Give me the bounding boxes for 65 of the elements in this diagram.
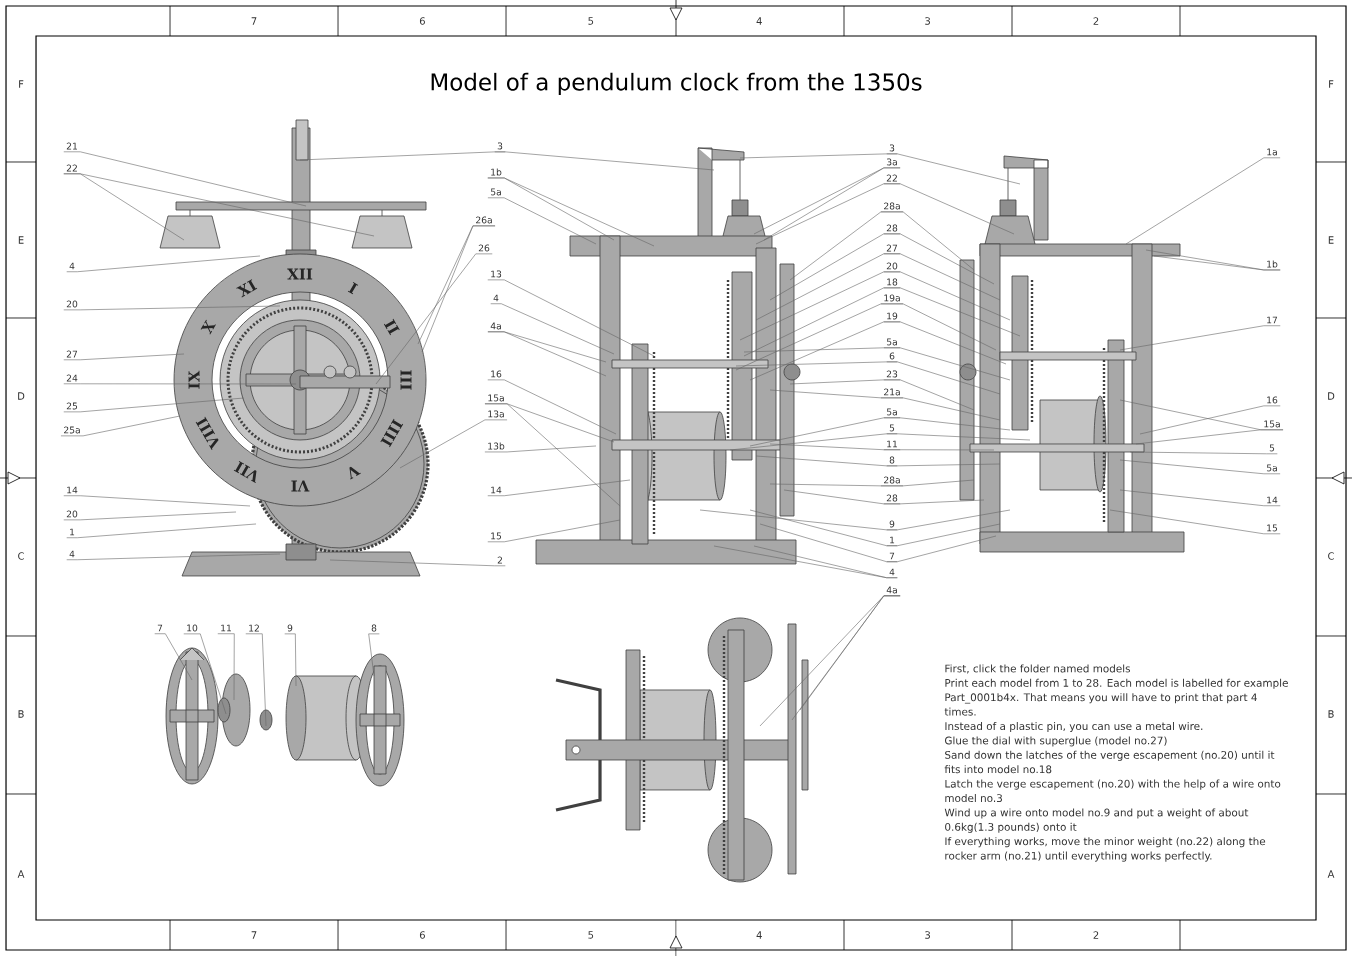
leader-line bbox=[154, 633, 193, 681]
leader-line bbox=[245, 633, 267, 727]
leader-line bbox=[487, 519, 621, 543]
leader-line bbox=[883, 271, 1011, 321]
leader-line bbox=[66, 553, 281, 561]
title: Model of a pendulum clock from the 1350s bbox=[431, 72, 922, 96]
leader-line bbox=[490, 303, 615, 355]
leader-line bbox=[63, 511, 237, 521]
leader-line bbox=[63, 495, 251, 507]
leader-line bbox=[484, 403, 621, 507]
leader-line bbox=[284, 633, 297, 687]
leader-line bbox=[880, 479, 975, 487]
leader-line bbox=[63, 305, 281, 311]
leader-line bbox=[217, 633, 235, 701]
leader-line bbox=[329, 559, 506, 567]
leader-line bbox=[886, 463, 1001, 467]
leader-line bbox=[883, 233, 995, 285]
leader-line bbox=[883, 347, 1011, 381]
leader-line bbox=[883, 253, 1001, 301]
leader-line bbox=[886, 523, 1001, 547]
leader-line bbox=[63, 353, 185, 361]
leader-line bbox=[883, 287, 1021, 337]
leader-line bbox=[66, 255, 261, 273]
leader-line bbox=[886, 361, 1001, 395]
leader-line bbox=[368, 633, 380, 677]
leader-line bbox=[1119, 489, 1281, 507]
leader-line bbox=[886, 433, 1031, 441]
leader-line bbox=[487, 479, 631, 497]
leader-line bbox=[399, 419, 508, 469]
leader-line bbox=[886, 509, 1011, 531]
leader-line bbox=[63, 173, 375, 237]
leader-line bbox=[66, 523, 257, 539]
leader-line bbox=[494, 151, 715, 171]
leader-line bbox=[183, 633, 227, 715]
leader-line bbox=[487, 379, 617, 435]
leader-line bbox=[883, 183, 1015, 235]
leader-line bbox=[753, 545, 898, 579]
leader-line bbox=[487, 331, 607, 377]
leader-line bbox=[880, 211, 975, 271]
leader-line bbox=[1119, 325, 1281, 351]
leader-line bbox=[883, 321, 1007, 365]
leader-line bbox=[1119, 399, 1284, 431]
leader-line bbox=[1109, 509, 1281, 535]
leader-line bbox=[886, 153, 1021, 185]
leader-line bbox=[883, 379, 975, 411]
leader-line bbox=[484, 445, 597, 453]
leader-line bbox=[880, 397, 1001, 421]
leader-line bbox=[1139, 405, 1281, 435]
leader-line bbox=[883, 449, 995, 451]
leader-line bbox=[487, 279, 655, 357]
leader-line bbox=[886, 535, 997, 563]
leader-line bbox=[1125, 157, 1281, 245]
leader-line bbox=[60, 415, 181, 437]
leader-line bbox=[883, 417, 1011, 431]
leader-line bbox=[1153, 255, 1281, 271]
leader-line bbox=[1129, 451, 1278, 455]
leader-line bbox=[883, 499, 985, 505]
leader-line bbox=[63, 397, 245, 413]
leader-line bbox=[63, 383, 297, 385]
leader-line bbox=[375, 253, 493, 385]
leader-line bbox=[880, 303, 997, 351]
leader-line bbox=[63, 151, 307, 207]
leader-line bbox=[1119, 459, 1281, 475]
leader-line bbox=[487, 177, 655, 247]
leader-line bbox=[487, 197, 597, 245]
